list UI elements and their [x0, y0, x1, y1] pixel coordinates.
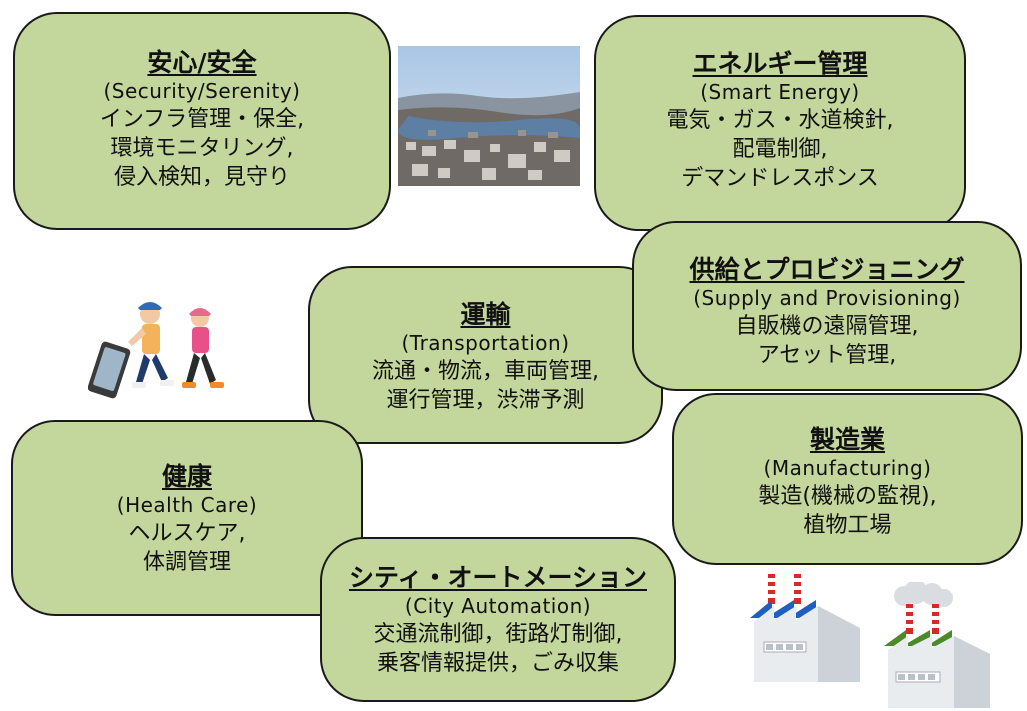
- card-title: 運輸: [460, 300, 511, 329]
- card-title: エネルギー管理: [692, 49, 868, 78]
- card-description: 交通流制御，街路灯制御, 乗客情報提供，ごみ収集: [373, 622, 623, 676]
- card-transportation: 運輸 (Transportation) 流通・物流，車両管理, 運行管理，渋滞予…: [308, 266, 663, 444]
- runners-illustration: [88, 302, 224, 399]
- card-description: ヘルスケア, 体調管理: [128, 521, 246, 575]
- card-description: インフラ管理・保全, 環境モニタリング, 侵入検知，見守り: [99, 107, 305, 190]
- card-smart-energy: エネルギー管理 (Smart Energy) 電気・ガス・水道検針, 配電制御,…: [594, 15, 966, 231]
- card-title: 供給とプロビジョニング: [689, 255, 965, 284]
- card-description: 流通・物流，車両管理, 運行管理，渋滞予測: [372, 359, 599, 413]
- card-subtitle: (City Automation): [404, 594, 592, 618]
- card-health-care: 健康 (Health Care) ヘルスケア, 体調管理: [11, 420, 363, 616]
- card-title: シティ・オートメーション: [348, 563, 647, 592]
- card-subtitle: (Security/Serenity): [103, 79, 301, 103]
- card-title: 安心/安全: [147, 48, 257, 77]
- card-security-serenity: 安心/安全 (Security/Serenity) インフラ管理・保全, 環境モ…: [13, 12, 391, 230]
- card-description: 自販機の遠隔管理, アセット管理,: [735, 314, 919, 368]
- card-subtitle: (Health Care): [116, 493, 258, 517]
- card-subtitle: (Smart Energy): [700, 80, 860, 104]
- card-supply-provisioning: 供給とプロビジョニング (Supply and Provisioning) 自販…: [632, 221, 1022, 391]
- factory-blue-roof-icon: [750, 574, 860, 682]
- factory-green-roof-smoke-icon: [884, 582, 990, 708]
- city-aerial-photo: [398, 46, 580, 186]
- card-city-automation: シティ・オートメーション (City Automation) 交通流制御，街路灯…: [320, 537, 676, 702]
- card-manufacturing: 製造業 (Manufacturing) 製造(機械の監視), 植物工場: [672, 393, 1023, 565]
- card-description: 電気・ガス・水道検針, 配電制御, デマンドレスポンス: [666, 108, 894, 191]
- card-description: 製造(機械の監視), 植物工場: [758, 484, 937, 538]
- card-subtitle: (Transportation): [401, 331, 570, 355]
- card-subtitle: (Supply and Provisioning): [693, 286, 961, 310]
- card-title: 製造業: [809, 425, 885, 454]
- card-subtitle: (Manufacturing): [763, 456, 932, 480]
- card-title: 健康: [161, 462, 212, 491]
- smartphone-icon: [88, 341, 131, 399]
